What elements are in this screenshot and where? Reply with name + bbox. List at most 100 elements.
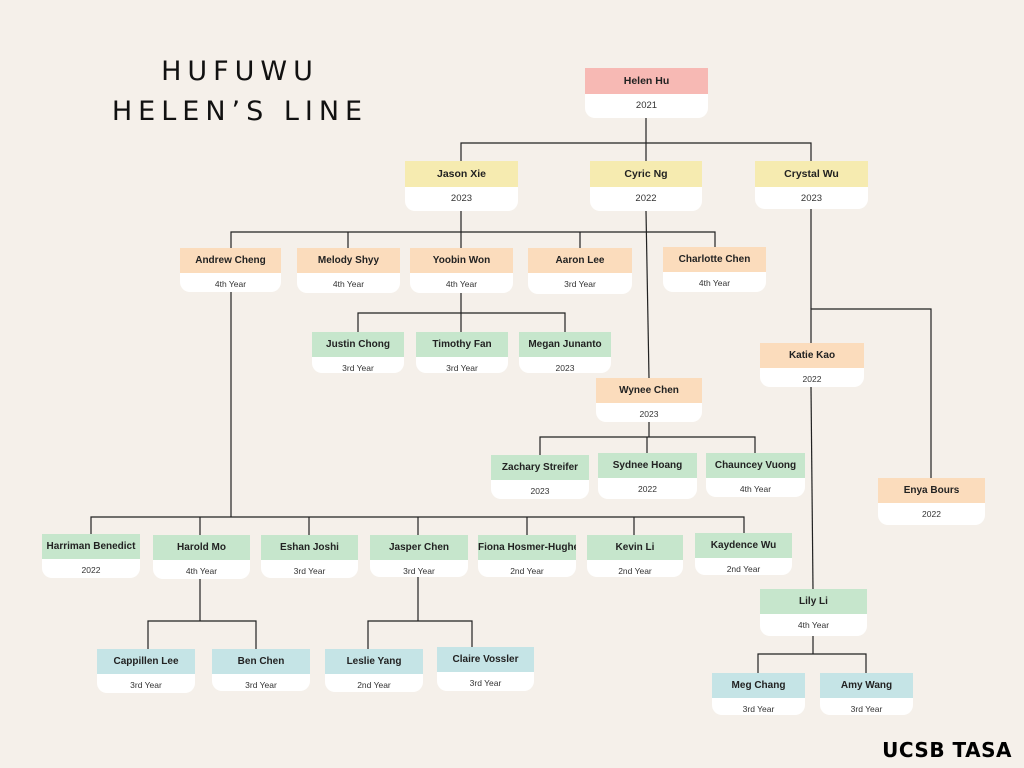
person-card-fiona: Fiona Hosmer-Hughes 2nd Year: [478, 535, 576, 577]
person-card-katie: Katie Kao 2022: [760, 343, 864, 387]
person-card-kevin: Kevin Li 2nd Year: [587, 535, 683, 577]
connector-line: [810, 308, 932, 478]
connector-line: [645, 210, 650, 379]
person-year: 4th Year: [445, 279, 478, 289]
brand-logo: UCSB TASA: [882, 738, 1012, 762]
person-card-andrew: Andrew Cheng 4th Year: [180, 248, 281, 292]
person-name: Enya Bours: [878, 478, 985, 503]
connector-line: [367, 620, 473, 649]
person-year: 2nd Year: [618, 566, 652, 576]
person-name: Justin Chong: [312, 332, 404, 357]
person-card-justin: Justin Chong 3rd Year: [312, 332, 404, 373]
person-card-aaron: Aaron Lee 3rd Year: [528, 248, 632, 294]
person-name: Harriman Benedict: [42, 534, 140, 559]
person-name: Amy Wang: [820, 673, 913, 698]
person-name: Cappillen Lee: [97, 649, 195, 674]
person-name: Leslie Yang: [325, 649, 423, 674]
person-year: 4th Year: [739, 484, 772, 494]
person-name: Wynee Chen: [596, 378, 702, 403]
person-year: 2022: [922, 509, 941, 519]
person-card-ben: Ben Chen 3rd Year: [212, 649, 310, 691]
person-name: Lily Li: [760, 589, 867, 614]
person-card-wynee: Wynee Chen 2023: [596, 378, 702, 422]
person-year: 2nd Year: [357, 680, 391, 690]
person-year: 4th Year: [332, 279, 365, 289]
person-name: Claire Vossler: [437, 647, 534, 672]
person-card-amy: Amy Wang 3rd Year: [820, 673, 913, 715]
person-year: 2nd Year: [510, 566, 544, 576]
person-card-helen: Helen Hu 2021: [585, 68, 708, 118]
person-name: Kevin Li: [587, 535, 683, 560]
person-name: Jasper Chen: [370, 535, 468, 560]
person-year: 3rd Year: [130, 680, 162, 690]
person-name: Kaydence Wu: [695, 533, 792, 558]
person-year: 2021: [635, 100, 658, 111]
connector-line: [460, 142, 812, 161]
person-year: 3rd Year: [403, 566, 435, 576]
person-name: Cyric Ng: [590, 161, 702, 187]
person-card-kaydence: Kaydence Wu 2nd Year: [695, 533, 792, 575]
person-year: 3rd Year: [446, 363, 478, 373]
person-name: Helen Hu: [585, 68, 708, 94]
person-card-harriman: Harriman Benedict 2022: [42, 534, 140, 578]
person-card-jasper: Jasper Chen 3rd Year: [370, 535, 468, 577]
person-year: 2022: [638, 484, 657, 494]
person-card-megan: Megan Junanto 2023: [519, 332, 611, 373]
person-name: Jason Xie: [405, 161, 518, 187]
person-year: 2nd Year: [726, 564, 761, 574]
person-year: 2023: [555, 363, 575, 373]
person-name: Crystal Wu: [755, 161, 868, 187]
person-name: Zachary Streifer: [491, 455, 589, 480]
person-name: Andrew Cheng: [180, 248, 281, 273]
person-name: Aaron Lee: [528, 248, 632, 273]
person-card-harold: Harold Mo 4th Year: [153, 535, 250, 579]
person-name: Ben Chen: [212, 649, 310, 674]
person-year: 4th Year: [214, 279, 247, 289]
person-year: 2022: [635, 193, 657, 204]
person-year: 2023: [530, 486, 550, 496]
person-name: Sydnee Hoang: [598, 453, 697, 478]
connector-line: [147, 620, 257, 649]
person-name: Katie Kao: [760, 343, 864, 368]
person-name: Fiona Hosmer-Hughes: [478, 535, 576, 560]
person-card-eshan: Eshan Joshi 3rd Year: [261, 535, 358, 578]
person-year: 3rd Year: [293, 566, 326, 576]
title-line-1: HUFUWU: [161, 56, 319, 87]
person-card-chauncey: Chauncey Vuong 4th Year: [706, 453, 805, 497]
person-year: 2023: [450, 193, 473, 204]
person-name: Chauncey Vuong: [706, 453, 805, 478]
connector-line: [810, 386, 814, 590]
title-line-2: HELEN’S LINE: [111, 96, 369, 127]
person-name: Timothy Fan: [416, 332, 508, 357]
person-year: 2023: [800, 193, 823, 204]
person-name: Harold Mo: [153, 535, 250, 560]
person-card-leslie: Leslie Yang 2nd Year: [325, 649, 423, 692]
person-year: 2022: [81, 565, 101, 575]
person-year: 4th Year: [185, 566, 218, 576]
person-card-jason: Jason Xie 2023: [405, 161, 518, 211]
person-card-crystal: Crystal Wu 2023: [755, 161, 868, 209]
person-card-megchang: Meg Chang 3rd Year: [712, 673, 805, 715]
person-name: Meg Chang: [712, 673, 805, 698]
person-year: 4th Year: [797, 620, 830, 630]
person-year: 3rd Year: [245, 680, 277, 690]
person-card-cappillen: Cappillen Lee 3rd Year: [97, 649, 195, 693]
person-year: 3rd Year: [742, 704, 775, 714]
connector-line: [757, 653, 867, 673]
person-year: 3rd Year: [564, 279, 596, 289]
person-card-lily: Lily Li 4th Year: [760, 589, 867, 636]
person-year: 2023: [639, 409, 659, 419]
person-name: Yoobin Won: [410, 248, 513, 273]
person-year: 4th Year: [698, 278, 731, 288]
person-year: 3rd Year: [342, 363, 374, 373]
person-card-yoobin: Yoobin Won 4th Year: [410, 248, 513, 293]
person-card-cyric: Cyric Ng 2022: [590, 161, 702, 211]
person-year: 2022: [802, 374, 822, 384]
person-name: Eshan Joshi: [261, 535, 358, 560]
person-year: 3rd Year: [850, 704, 883, 714]
person-name: Megan Junanto: [519, 332, 611, 357]
